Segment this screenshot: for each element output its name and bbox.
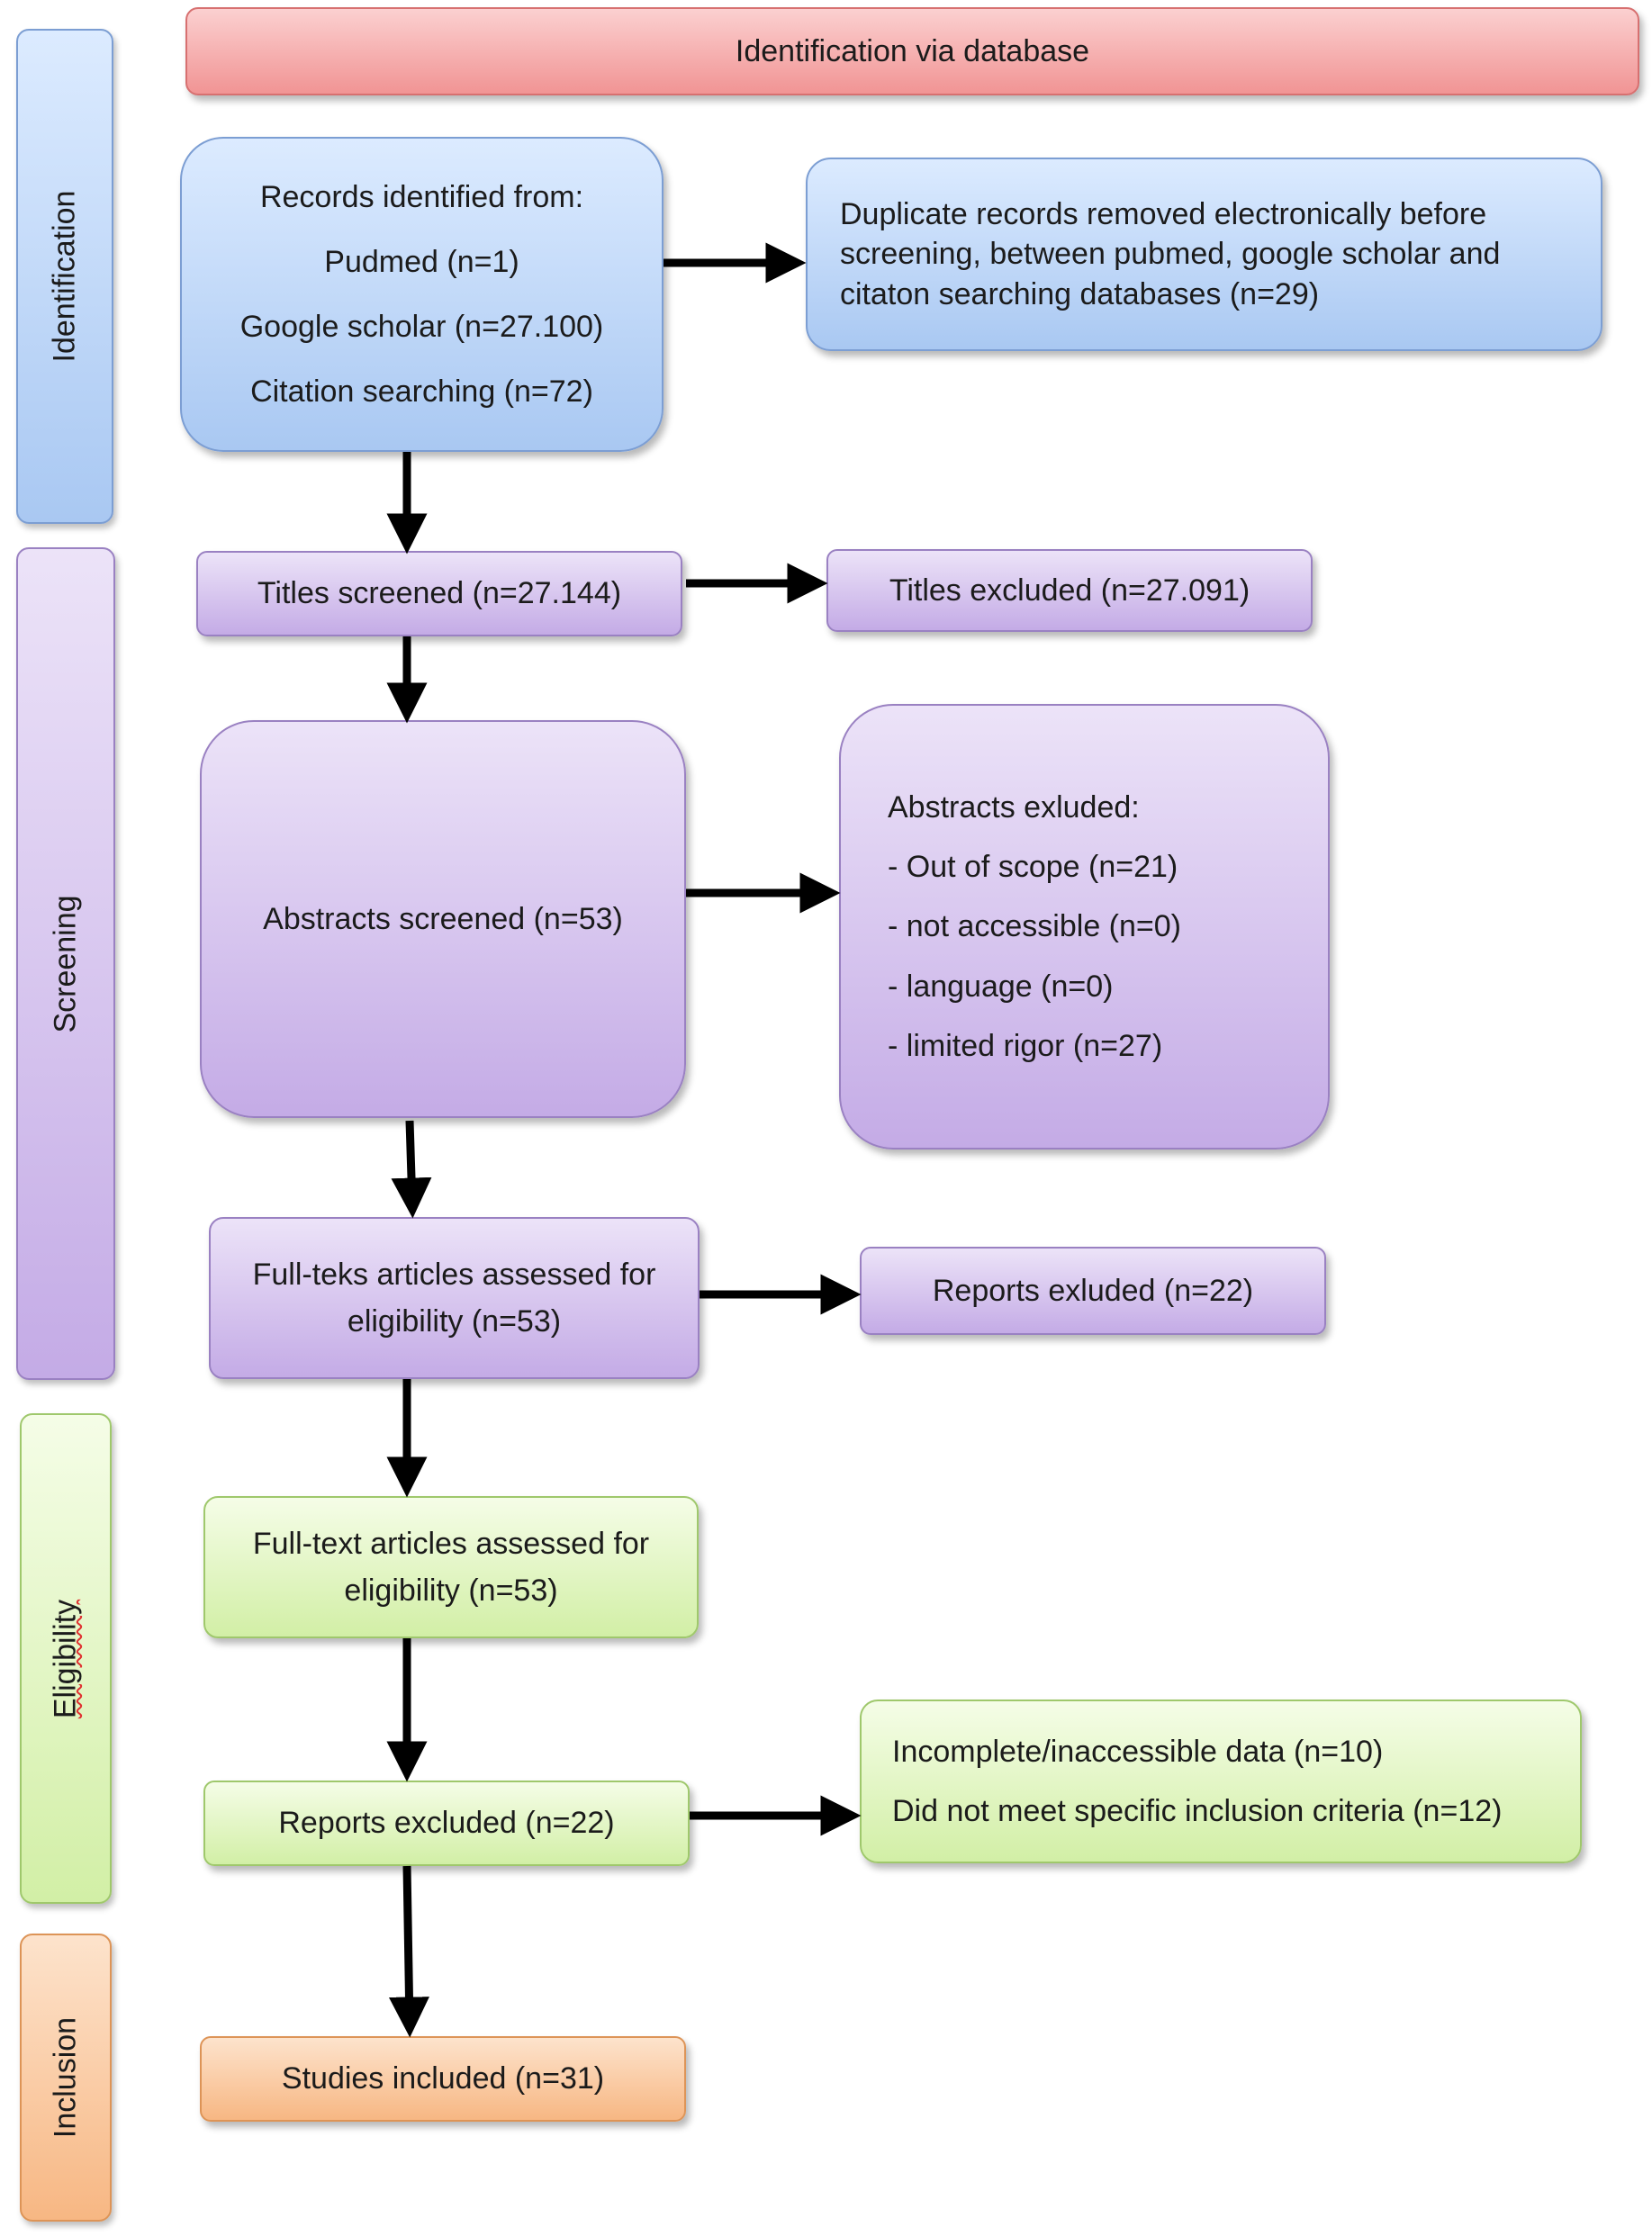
records-citation: Citation searching (n=72)	[250, 374, 593, 410]
reports-exluded-text: Reports exluded (n=22)	[932, 1273, 1254, 1308]
excluded-reasons-box: Incomplete/inaccessible data (n=10) Did …	[860, 1700, 1582, 1863]
studies-included-box: Studies included (n=31)	[200, 2036, 686, 2122]
records-scholar: Google scholar (n=27.100)	[239, 310, 604, 344]
fulltext-line-1: Full-text articles assessed for	[252, 1526, 650, 1561]
abstracts-excluded-box: Abstracts exluded: - Out of scope (n=21)…	[839, 704, 1330, 1150]
reports-exluded-box: Reports exluded (n=22)	[860, 1247, 1326, 1335]
abstracts-excluded-title: Abstracts exluded:	[888, 790, 1140, 825]
records-title: Records identified from:	[259, 179, 584, 214]
duplicates-line-3: citaton searching databases (n=29)	[840, 276, 1320, 311]
abstracts-excluded-item: - limited rigor (n=27)	[888, 1028, 1163, 1063]
titles-excluded-box: Titles excluded (n=27.091)	[826, 549, 1313, 632]
abstracts-excluded-item: - language (n=0)	[888, 969, 1114, 1004]
duplicates-box: Duplicate records removed electronically…	[806, 158, 1602, 351]
fulltext-line-2: eligibility (n=53)	[344, 1573, 558, 1608]
header-banner: Identification via database	[185, 7, 1639, 95]
abstracts-excluded-item: - not accessible (n=0)	[888, 909, 1181, 944]
excluded-reason-criteria: Did not meet specific inclusion criteria…	[892, 1794, 1503, 1828]
records-identified-box: Records identified from: Pudmed (n=1) Go…	[180, 137, 664, 452]
abstracts-excluded-item: - Out of scope (n=21)	[888, 850, 1178, 885]
duplicates-line-2: screening, between pubmed, google schola…	[840, 237, 1501, 272]
reports-excluded-text: Reports excluded (n=22)	[278, 1806, 615, 1841]
phase-bar-screening: Screening	[16, 547, 115, 1380]
fullteks-line-2: eligibility (n=53)	[347, 1304, 562, 1339]
phase-bar-identification: Identification	[16, 29, 113, 524]
titles-screened-text: Titles screened (n=27.144)	[257, 576, 622, 611]
fullteks-line-1: Full-teks articles assessed for	[252, 1257, 656, 1292]
phase-bar-inclusion: Inclusion	[20, 1934, 112, 2222]
phase-bar-eligibility: Eligibility	[20, 1413, 112, 1904]
titles-screened-box: Titles screened (n=27.144)	[196, 551, 682, 636]
fullteks-assessed-box: Full-teks articles assessed for eligibil…	[209, 1217, 700, 1379]
arrow-abstracts-to-fullteks	[391, 1120, 432, 1219]
titles-excluded-text: Titles excluded (n=27.091)	[889, 573, 1250, 608]
arrow-reports-to-studies	[388, 1865, 429, 2038]
records-pubmed: Pudmed (n=1)	[324, 244, 519, 279]
abstracts-screened-box: Abstracts screened (n=53)	[200, 720, 686, 1118]
studies-included-text: Studies included (n=31)	[281, 2061, 605, 2096]
fulltext-assessed-box: Full-text articles assessed for eligibil…	[203, 1496, 699, 1638]
header-title: Identification via database	[735, 33, 1090, 68]
abstracts-screened-text: Abstracts screened (n=53)	[263, 901, 623, 936]
excluded-reason-incomplete: Incomplete/inaccessible data (n=10)	[892, 1734, 1384, 1769]
reports-excluded-box: Reports excluded (n=22)	[203, 1781, 690, 1866]
duplicates-line-1: Duplicate records removed electronically…	[840, 197, 1487, 232]
